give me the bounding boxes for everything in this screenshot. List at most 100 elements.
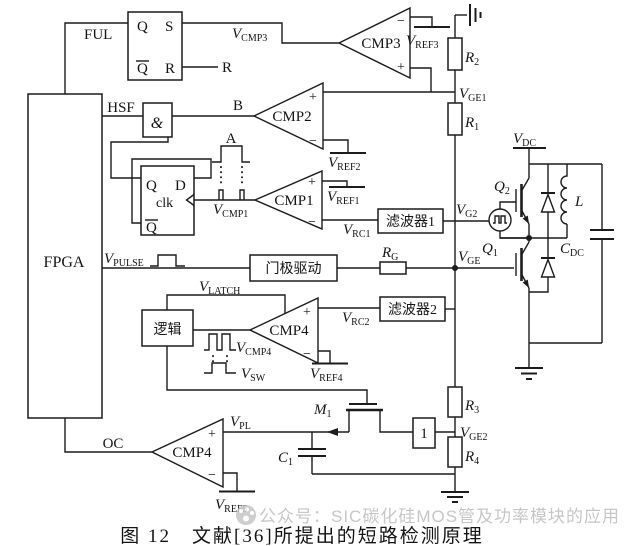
vcmp4-pulses bbox=[204, 333, 236, 351]
waveform-a: A bbox=[212, 131, 250, 184]
oc-wire bbox=[64, 418, 152, 453]
sense-divider-top: R2 VGE1 R1 bbox=[323, 4, 487, 268]
diode-d2 bbox=[540, 164, 556, 238]
label-r4: R4 bbox=[464, 449, 479, 467]
vg2-gate-wire bbox=[499, 201, 516, 209]
label-vref3: VREF3 bbox=[406, 33, 439, 51]
filter2-label: 滤波器2 bbox=[388, 302, 437, 318]
l-coil bbox=[560, 164, 568, 238]
label-vrc2: VRC2 bbox=[342, 310, 370, 328]
d1-triangle bbox=[540, 257, 556, 278]
dff-pin-q: Q bbox=[146, 178, 157, 194]
figure-caption: 图 12 文献[36]所提出的短路检测原理 bbox=[120, 525, 483, 546]
cmp3-minus: − bbox=[397, 14, 405, 29]
label-l: L bbox=[574, 194, 583, 210]
fpga-block: FPGA bbox=[27, 93, 103, 419]
pulse-glyph bbox=[493, 215, 507, 224]
cmp3-plus-wire bbox=[410, 67, 432, 92]
label-oc: OC bbox=[103, 436, 124, 452]
pin-r: R bbox=[165, 61, 175, 77]
pin-s: S bbox=[165, 19, 173, 35]
cmp4-top-minus: − bbox=[303, 347, 311, 362]
label-vg2: VG2 bbox=[456, 202, 477, 220]
cmp3-comparator: VCMP3 CMP3 − + VREF3 bbox=[182, 6, 450, 92]
fpga-label: FPGA bbox=[44, 254, 85, 271]
cmp4-top-minus-wire bbox=[318, 350, 331, 363]
cmp3-minus-wire bbox=[410, 16, 433, 26]
cmp4-bottom-minus: − bbox=[208, 468, 216, 483]
buffer-label: 1 bbox=[420, 426, 428, 442]
igbt-q1: Q1 bbox=[482, 238, 530, 343]
q2-emitter-arrow bbox=[522, 215, 529, 224]
label-vcmp1: VCMP1 bbox=[213, 202, 248, 220]
q2-collector bbox=[520, 164, 530, 192]
cmp4-top-plus: + bbox=[303, 305, 311, 320]
label-vge1: VGE1 bbox=[459, 86, 487, 104]
bridge-ground bbox=[515, 342, 602, 380]
and-gate: HSF & B bbox=[102, 98, 254, 179]
cmp3-label: CMP3 bbox=[361, 36, 400, 52]
label-cdc: CDC bbox=[560, 241, 584, 259]
label-r1: R1 bbox=[464, 115, 479, 133]
filter1-label: 滤波器1 bbox=[386, 214, 435, 230]
label-r2: R2 bbox=[464, 50, 479, 68]
cmp1-comparator: CMP1 + − VREF1 VRC1 bbox=[253, 169, 378, 240]
vdc-supply: VDC bbox=[513, 131, 602, 165]
clk-triangle bbox=[185, 193, 195, 207]
fpga-to-ful-wire bbox=[64, 22, 128, 94]
pin-q: Q bbox=[137, 19, 148, 35]
resistor-r4 bbox=[447, 436, 463, 468]
m1-drain-lead bbox=[379, 410, 413, 433]
resistor-rg bbox=[379, 261, 407, 275]
midpoint-net bbox=[500, 235, 567, 241]
diode-d1 bbox=[529, 238, 556, 293]
label-vlatch: VLATCH bbox=[199, 279, 240, 297]
a-pulse bbox=[212, 145, 250, 163]
filter2-box: 滤波器2 bbox=[379, 296, 455, 322]
buffer-box: 1 bbox=[412, 417, 455, 449]
cmp2-minus: − bbox=[309, 134, 317, 149]
waveform-vcmp4: VCMP4 VSW bbox=[204, 333, 271, 384]
cmp4-top-comparator: CMP4 + − VRC2 VREF4 bbox=[248, 296, 380, 384]
cmp2-plus: + bbox=[309, 90, 317, 105]
label-vref2: VREF2 bbox=[328, 155, 361, 173]
q-to-and-wire bbox=[110, 137, 169, 179]
cmp2-minus-wire bbox=[323, 139, 349, 152]
label-vdc: VDC bbox=[513, 131, 536, 149]
label-vpulse: VPULSE bbox=[104, 251, 144, 269]
label-r-reset: R bbox=[222, 60, 232, 76]
capacitor-c1: C1 bbox=[278, 432, 455, 475]
divider-r3-r4: R3 VGE2 R4 bbox=[441, 268, 488, 503]
logic-block: 逻辑 VLATCH bbox=[141, 279, 368, 404]
label-q2: Q2 bbox=[494, 179, 510, 197]
cmp4-top-label: CMP4 bbox=[269, 323, 309, 339]
logic-label: 逻辑 bbox=[154, 322, 182, 338]
cmp2-comparator: CMP2 + − VREF2 bbox=[252, 81, 366, 173]
label-vpl: VPL bbox=[230, 414, 251, 432]
d-flip-flop: Q D clk Q bbox=[131, 158, 255, 236]
waveform-vcmp1: VCMP1 bbox=[213, 189, 248, 220]
label-vref1: VREF1 bbox=[327, 189, 360, 207]
vcmp1-spikes bbox=[218, 189, 245, 200]
pin-qbar: Q bbox=[137, 61, 148, 77]
watermark: 公众号：SIC碳化硅MOS管及功率模块的应用 bbox=[236, 505, 620, 526]
cmp1-plus: + bbox=[308, 175, 316, 190]
and-symbol: & bbox=[151, 115, 164, 132]
cmp4-bottom-plus: + bbox=[208, 427, 216, 442]
d2-triangle bbox=[540, 192, 556, 213]
cmp1-label: CMP1 bbox=[274, 193, 313, 209]
resistor-r3 bbox=[447, 386, 463, 418]
cmp4-bottom-label: CMP4 bbox=[172, 445, 212, 461]
cmp1-minus: − bbox=[308, 215, 316, 230]
cmp2-label: CMP2 bbox=[272, 109, 311, 125]
dff-pin-clk: clk bbox=[156, 196, 173, 211]
label-vsw: VSW bbox=[241, 366, 266, 384]
mosfet-m1: M1 bbox=[313, 402, 413, 436]
q1-emitter-arrow bbox=[522, 279, 529, 288]
inductor-l: L bbox=[560, 164, 583, 238]
label-vge: VGE bbox=[458, 249, 481, 267]
vcmp3-wire bbox=[182, 22, 339, 44]
label-vrc1: VRC1 bbox=[343, 222, 371, 240]
watermark-text: 公众号：SIC碳化硅MOS管及功率模块的应用 bbox=[259, 507, 620, 526]
